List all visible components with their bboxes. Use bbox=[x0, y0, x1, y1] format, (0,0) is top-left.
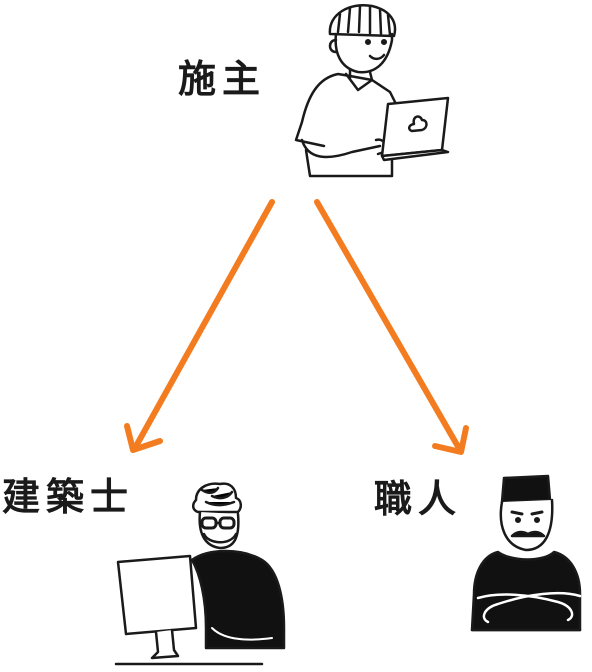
arrow-shaft bbox=[314, 199, 463, 453]
client-label: 施主 bbox=[178, 57, 267, 101]
arrow-client-to-craftsman bbox=[314, 199, 469, 455]
arrow-shaft bbox=[132, 199, 275, 451]
person-with-laptop-icon bbox=[294, 3, 450, 178]
architect-label: 建築士 bbox=[2, 475, 135, 519]
person-at-computer-icon bbox=[114, 482, 286, 666]
arrow-client-to-architect bbox=[124, 199, 275, 453]
person-arms-crossed-icon bbox=[470, 474, 582, 632]
arrow-head bbox=[432, 425, 469, 455]
arrow-head bbox=[124, 423, 163, 453]
craftsman-label: 職人 bbox=[374, 477, 463, 521]
